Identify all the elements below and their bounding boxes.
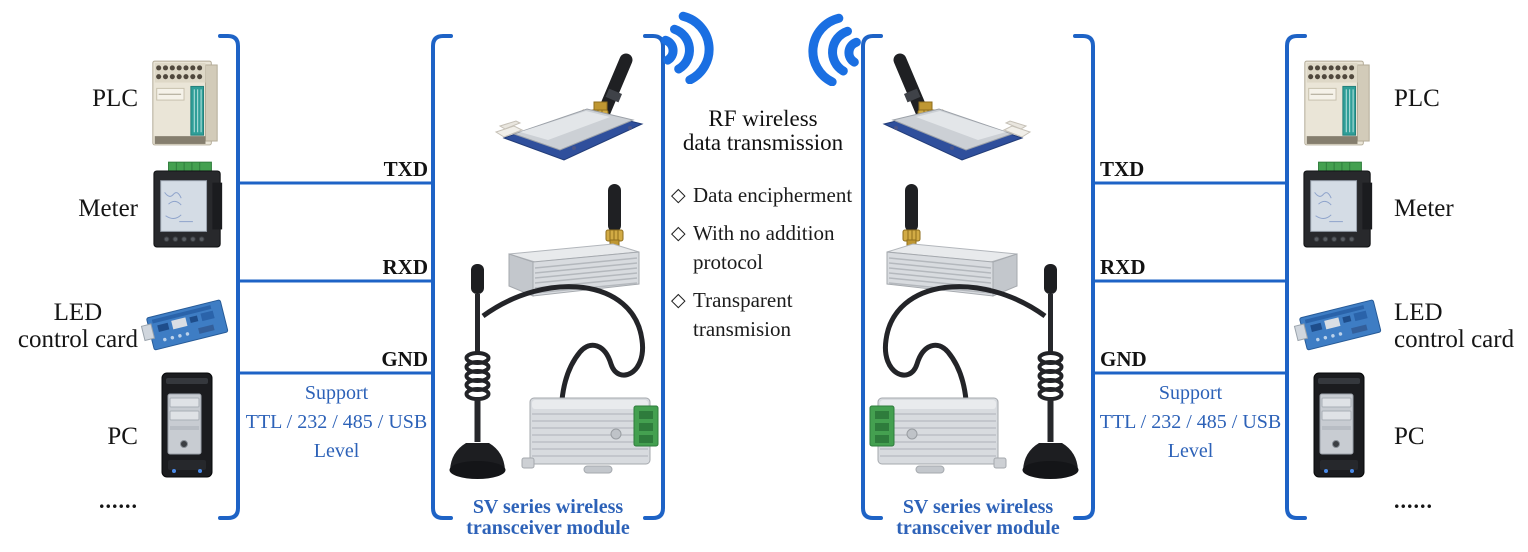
feature-item: ◇ Data encipherment — [671, 181, 871, 210]
rf-signal-left-icon — [661, 11, 714, 84]
sucker-antenna-module-icon-left — [449, 264, 659, 479]
meter-icon — [1303, 161, 1373, 248]
plc-label-left: PLC — [92, 85, 138, 112]
ellipsis-left: ...... — [99, 488, 138, 513]
gnd-label-right: GND — [1100, 347, 1147, 371]
sv-module-label-left: SV series wireless transceiver module — [466, 496, 630, 539]
diamond-bullet-icon: ◇ — [671, 184, 686, 206]
txd-label-left: TXD — [383, 157, 428, 181]
support-levels-left: Support TTL / 232 / 485 / USB Level — [245, 382, 428, 462]
pcb-module-icon-left — [494, 53, 644, 161]
rf-title: RF wireless data transmission — [682, 106, 844, 155]
pcb-module-icon-right — [882, 53, 1032, 161]
plc-label-right: PLC — [1394, 85, 1440, 112]
meter-label-left: Meter — [78, 195, 138, 222]
meter-icon — [153, 161, 223, 248]
pc-icon — [161, 372, 213, 478]
plc-icon — [152, 60, 218, 146]
pc-icon — [1313, 372, 1365, 478]
support-levels-right: Support TTL / 232 / 485 / USB Level — [1099, 382, 1282, 462]
gnd-label-left: GND — [381, 347, 428, 371]
ellipsis-right: ...... — [1394, 488, 1433, 513]
led-card-icon — [1293, 299, 1382, 351]
rf-signal-right-icon — [808, 13, 861, 86]
rxd-label-left: RXD — [382, 255, 429, 279]
led-card-icon — [140, 299, 229, 351]
sv-module-label-right: SV series wireless transceiver module — [896, 496, 1060, 539]
meter-label-right: Meter — [1394, 195, 1454, 222]
rxd-label-right: RXD — [1100, 255, 1146, 279]
diamond-bullet-icon: ◇ — [671, 289, 686, 311]
pc-label-left: PC — [107, 423, 138, 450]
txd-label-right: TXD — [1100, 157, 1145, 181]
sucker-antenna-module-icon-right — [869, 264, 1079, 479]
diamond-bullet-icon: ◇ — [671, 222, 686, 244]
plc-icon — [1304, 60, 1370, 146]
pc-label-right: PC — [1394, 423, 1425, 450]
